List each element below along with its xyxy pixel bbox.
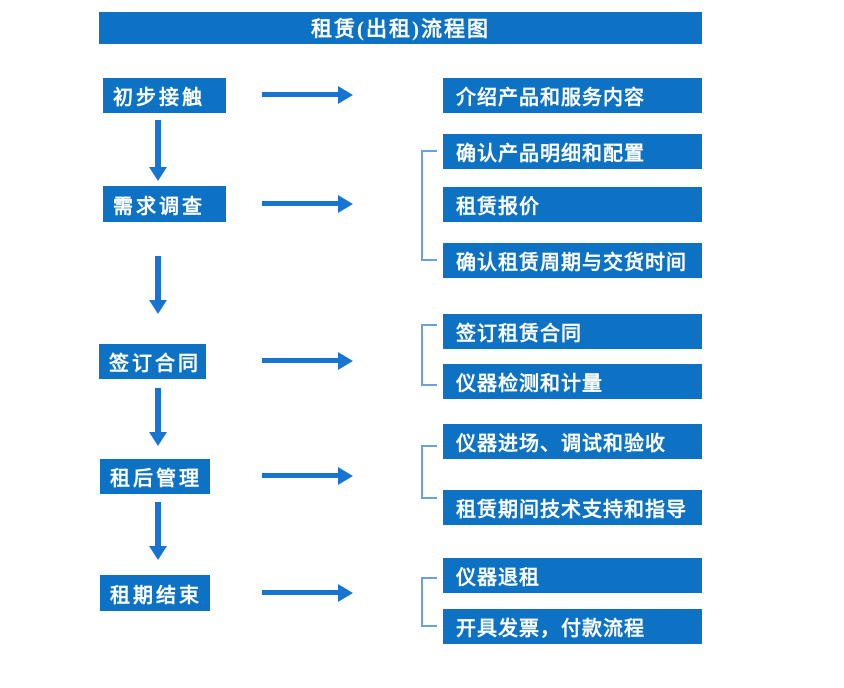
flow-arrow-right-icon-2 xyxy=(262,195,353,213)
flowchart-title: 租赁(出租)流程图 xyxy=(99,12,702,44)
flow-arrow-down-icon-3 xyxy=(149,388,167,446)
output-box-instrument-testing: 仪器检测和计量 xyxy=(443,364,702,399)
stage-box-demand-survey: 需求调查 xyxy=(103,186,226,222)
stage-box-rental-end: 租期结束 xyxy=(100,575,210,611)
flow-arrow-down-icon-4 xyxy=(149,502,167,560)
group-bracket-post-rental xyxy=(421,445,437,499)
flow-arrow-right-icon-5 xyxy=(262,584,353,602)
stage-box-post-rental-management: 租后管理 xyxy=(100,459,210,494)
flow-arrow-right-icon-4 xyxy=(262,467,353,485)
group-bracket-demand-survey xyxy=(421,150,437,261)
output-box-technical-support: 租赁期间技术支持和指导 xyxy=(443,490,702,525)
output-box-invoice-payment: 开具发票，付款流程 xyxy=(443,609,702,644)
output-box-instrument-installation: 仪器进场、调试和验收 xyxy=(443,424,702,459)
flow-arrow-right-icon-1 xyxy=(262,86,353,104)
output-box-introduce-products: 介绍产品和服务内容 xyxy=(443,78,702,113)
group-bracket-sign-contract xyxy=(421,324,437,386)
stage-box-initial-contact: 初步接触 xyxy=(103,78,226,113)
output-box-confirm-product-details: 确认产品明细和配置 xyxy=(443,134,702,169)
flow-arrow-down-icon-1 xyxy=(149,120,167,181)
stage-box-sign-contract: 签订合同 xyxy=(99,344,206,379)
group-bracket-rental-end xyxy=(421,577,437,627)
flow-arrow-down-icon-2 xyxy=(149,256,167,314)
flow-arrow-right-icon-3 xyxy=(262,352,353,370)
output-box-rental-quotation: 租赁报价 xyxy=(443,187,702,222)
output-box-confirm-rental-period: 确认租赁周期与交货时间 xyxy=(443,243,702,278)
output-box-sign-rental-contract: 签订租赁合同 xyxy=(443,314,702,349)
output-box-instrument-return: 仪器退租 xyxy=(443,558,702,593)
